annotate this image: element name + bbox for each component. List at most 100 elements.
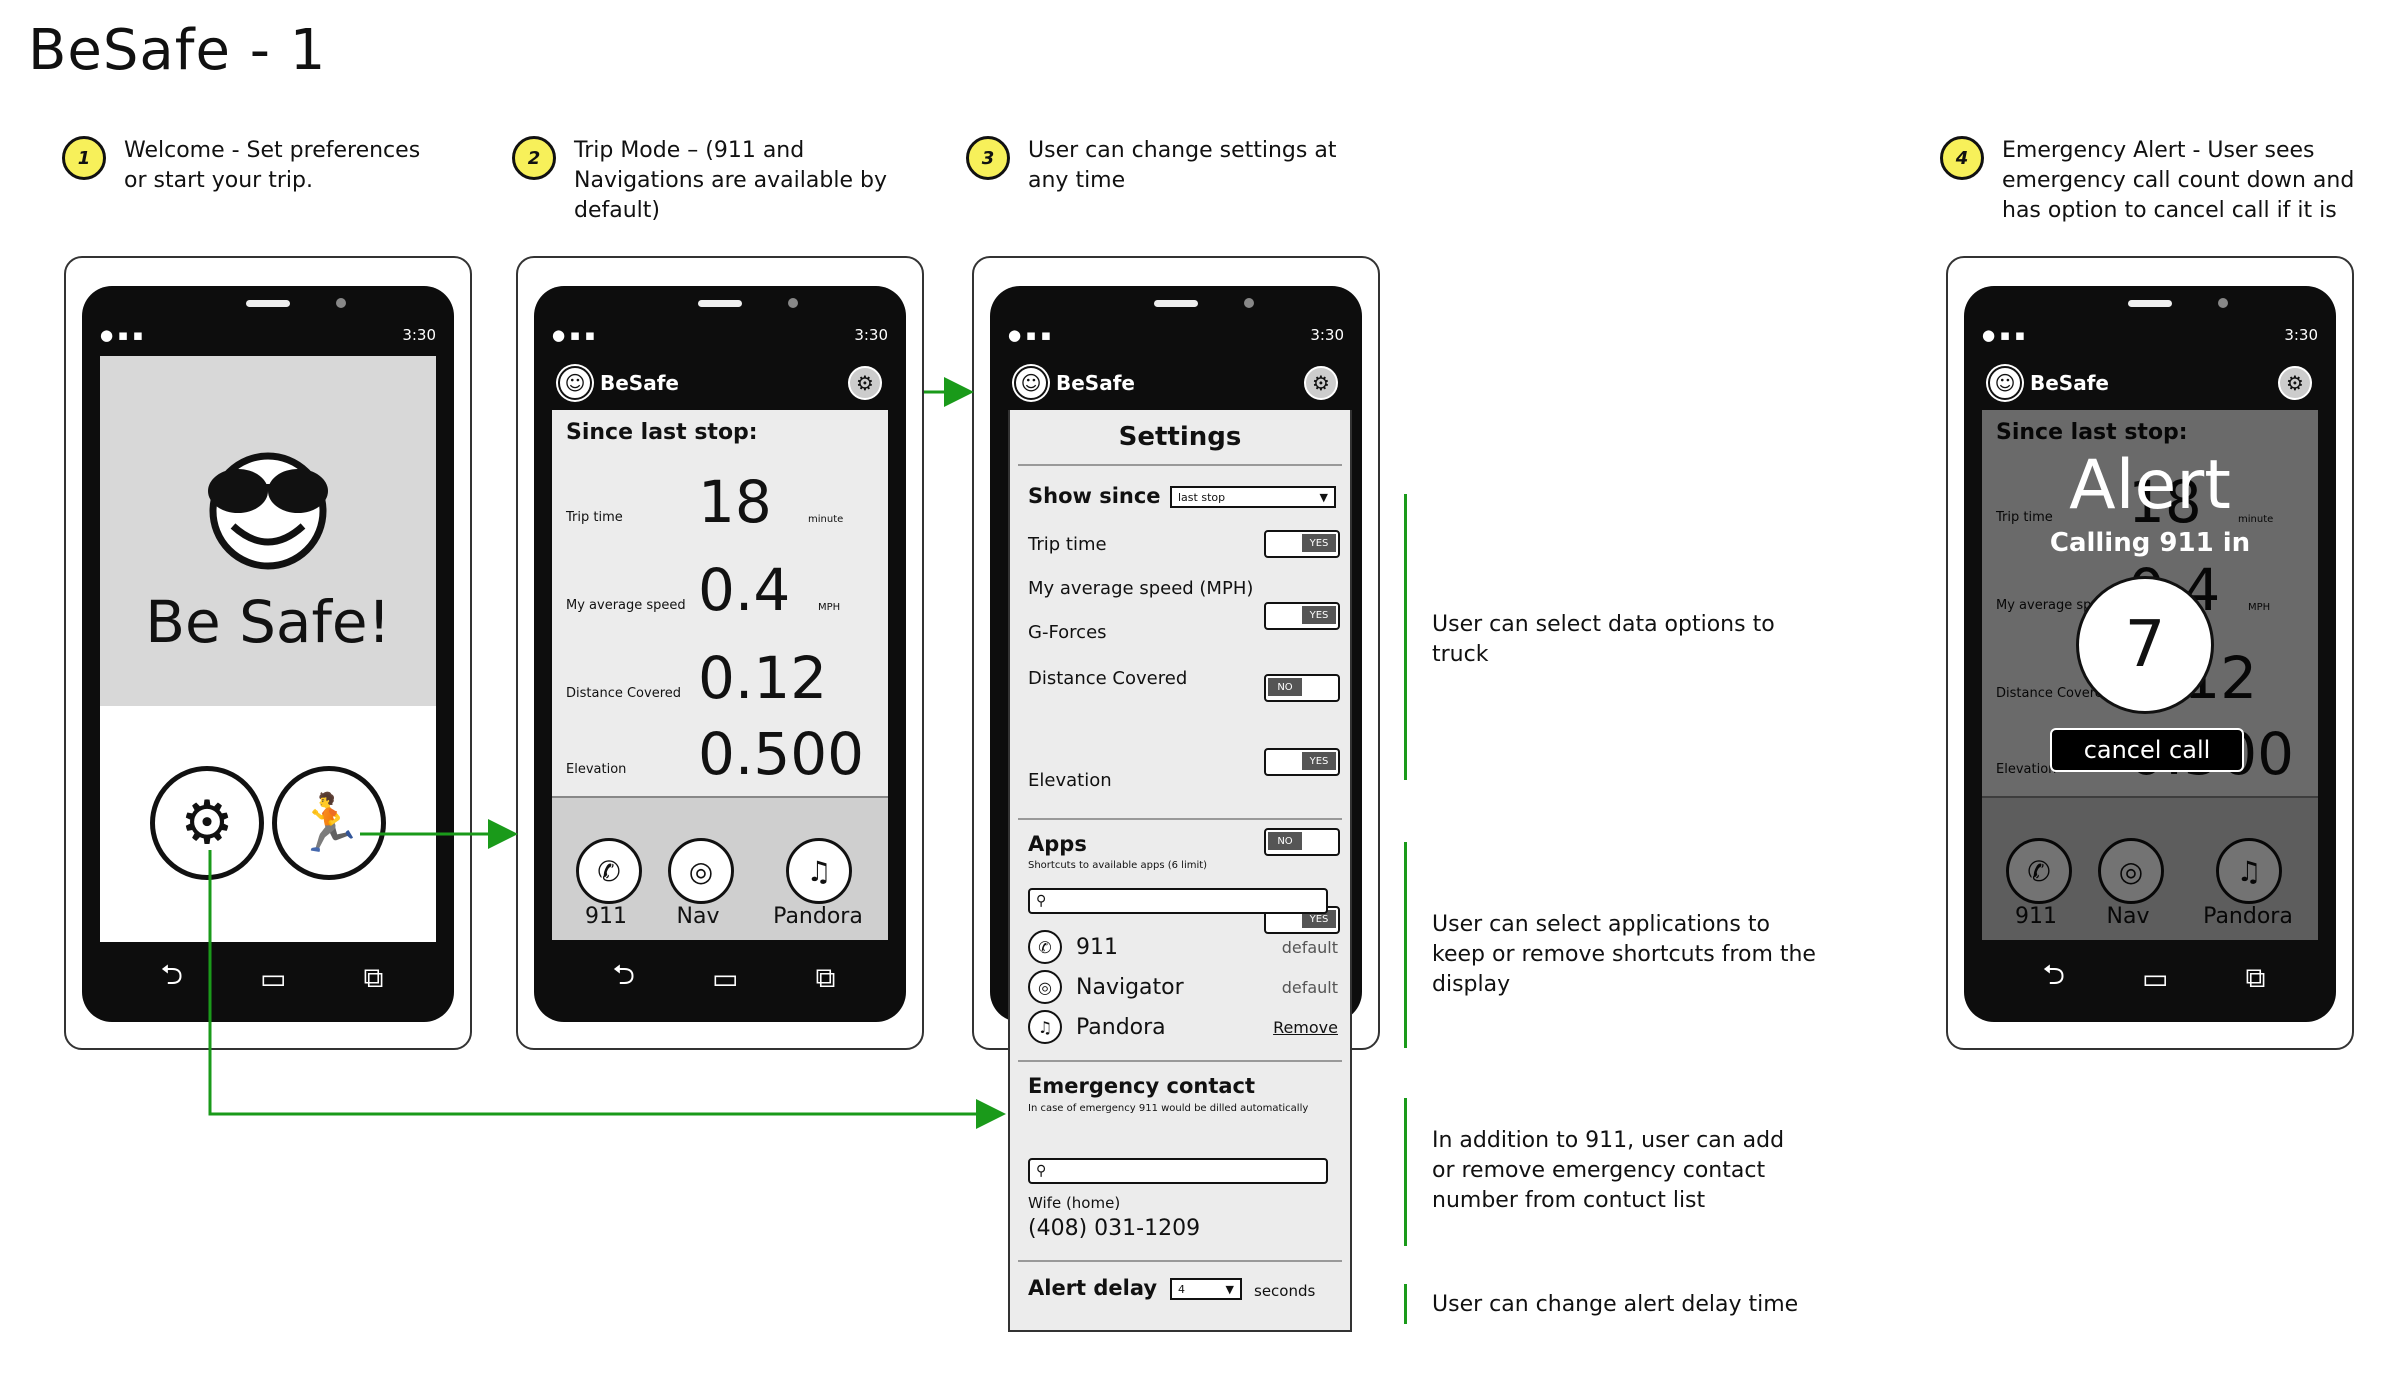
- shortcut-911[interactable]: ✆ 911: [576, 838, 646, 929]
- toggle-distance-covered[interactable]: YES: [1264, 748, 1340, 776]
- settings-title: Settings: [1118, 422, 1242, 452]
- start-trip-button[interactable]: 🏃: [272, 766, 386, 880]
- app-name: BeSafe: [1056, 371, 1135, 395]
- option-label: G-Forces: [1028, 622, 1107, 643]
- phone-icon: ✆: [576, 838, 642, 904]
- status-time: 3:30: [2284, 326, 2318, 344]
- contact-number[interactable]: (408) 031-1209: [1028, 1216, 1201, 1241]
- stat-unit: minute: [808, 514, 844, 525]
- welcome-headline: Be Safe!: [145, 588, 391, 656]
- app-list-item: ♫ Pandora Remove: [1028, 1010, 1338, 1044]
- search-icon: ⚲: [1036, 1163, 1047, 1179]
- settings-gear-button[interactable]: ⚙: [150, 766, 264, 880]
- dropdown-arrow-icon: ▼: [1319, 490, 1328, 504]
- note-alert-delay: User can change alert delay time: [1432, 1290, 1798, 1320]
- speaker: [2128, 300, 2172, 307]
- stat-value: 0.12: [698, 644, 828, 712]
- toggle-unlabeled[interactable]: NO: [1264, 828, 1340, 856]
- app-name: BeSafe: [2030, 371, 2109, 395]
- emergency-contact-title: Emergency contact: [1028, 1074, 1256, 1098]
- search-icon: ⚲: [1036, 893, 1047, 909]
- settings-gear-icon[interactable]: ⚙: [1304, 366, 1338, 400]
- settings-sheet: Settings Show since last stop ▼ Trip tim…: [1008, 410, 1352, 1332]
- status-time: 3:30: [1310, 326, 1344, 344]
- toggle-state: YES: [1302, 606, 1336, 624]
- caption-line: User can change settings at: [1028, 138, 1337, 163]
- camera: [788, 298, 798, 308]
- trip-screen: Since last stop: Trip time 18 minute My …: [552, 410, 888, 940]
- option-label: Distance Covered: [1028, 668, 1188, 689]
- bracket-line: [1404, 494, 1407, 780]
- show-since-select[interactable]: last stop ▼: [1170, 486, 1336, 508]
- app-list-item[interactable]: ✆ 911 default: [1028, 930, 1338, 964]
- status-bar: ● ▪ ▪ 3:30: [552, 326, 888, 344]
- stat-value: 0.500: [698, 720, 865, 788]
- note-line: keep or remove shortcuts from the: [1432, 942, 1816, 967]
- note-emergency-contact: In addition to 911, user can add or remo…: [1432, 1126, 1784, 1216]
- stat-value: 0.4: [698, 556, 791, 624]
- select-value: last stop: [1178, 490, 1226, 504]
- note-line: User can select applications to: [1432, 912, 1770, 937]
- app-name: BeSafe: [600, 371, 679, 395]
- cancel-call-button[interactable]: cancel call: [2050, 728, 2244, 772]
- step-3-caption: 3 User can change settings at any time: [966, 136, 1336, 196]
- alert-screen: Since last stop: Trip time 18 minute My …: [1982, 410, 2318, 940]
- note-line: User can change alert delay time: [1432, 1292, 1799, 1317]
- alert-title: Alert: [2069, 446, 2231, 525]
- recents-icon[interactable]: ⧉: [363, 961, 384, 994]
- speaker: [246, 300, 290, 307]
- note-line: display: [1432, 972, 1511, 997]
- step-number-badge: 2: [512, 136, 556, 180]
- home-icon[interactable]: ▭: [2141, 961, 2169, 995]
- app-bar: ☺ BeSafe ⚙: [1982, 360, 2318, 406]
- back-icon[interactable]: ⮌: [160, 958, 183, 991]
- status-bar: ● ▪ ▪ 3:30: [1008, 326, 1344, 344]
- alert-subtitle: Calling 911 in: [2049, 528, 2251, 558]
- home-icon[interactable]: ▭: [711, 961, 739, 995]
- settings-gear-icon[interactable]: ⚙: [2278, 366, 2312, 400]
- settings-gear-icon[interactable]: ⚙: [848, 366, 882, 400]
- apps-search-input[interactable]: ⚲: [1028, 888, 1328, 914]
- divider: [1018, 1260, 1342, 1262]
- option-label: Elevation: [1028, 770, 1112, 791]
- stat-label: Distance Covered: [566, 686, 682, 701]
- caption-line: Trip Mode – (911 and: [574, 138, 805, 163]
- status-bar: ● ▪ ▪ 3:30: [1982, 326, 2318, 344]
- remove-app-link[interactable]: Remove: [1273, 1017, 1338, 1037]
- step-number-badge: 3: [966, 136, 1010, 180]
- recents-icon[interactable]: ⧉: [815, 961, 836, 994]
- note-data-options: User can select data options to truck: [1432, 610, 1775, 670]
- toggle-average-speed[interactable]: YES: [1264, 602, 1340, 630]
- welcome-banner: Be Safe!: [100, 356, 436, 706]
- contact-search-input[interactable]: ⚲: [1028, 1158, 1328, 1184]
- recents-icon[interactable]: ⧉: [2245, 961, 2266, 994]
- back-icon[interactable]: ⮌: [612, 958, 635, 991]
- app-shortcuts-tray: ✆ 911 ◎ Nav ♫ Pandora: [552, 796, 888, 940]
- toggle-g-forces[interactable]: NO: [1264, 674, 1340, 702]
- contact-name: Wife (home): [1028, 1194, 1121, 1212]
- status-bar: ● ▪ ▪ 3:30: [100, 326, 436, 344]
- shortcut-nav[interactable]: ◎ Nav: [668, 838, 738, 929]
- toggle-state: YES: [1302, 752, 1336, 770]
- option-label: Trip time: [1028, 534, 1107, 555]
- alert-delay-select[interactable]: 4 ▼: [1170, 1278, 1242, 1300]
- shortcut-pandora[interactable]: ♫ Pandora: [770, 838, 870, 929]
- app-name: 911: [1076, 934, 1118, 960]
- caption-line: has option to cancel call if it is: [2002, 198, 2337, 222]
- caption-line: Navigations are available by: [574, 168, 887, 193]
- toggle-trip-time[interactable]: YES: [1264, 530, 1340, 558]
- home-icon[interactable]: ▭: [259, 961, 287, 995]
- show-since-label: Show since: [1028, 484, 1161, 508]
- note-line: number from contuct list: [1432, 1188, 1706, 1213]
- back-icon[interactable]: ⮌: [2042, 958, 2065, 991]
- emergency-hint: In case of emergency 911 would be dilled…: [1028, 1103, 1309, 1114]
- shortcut-label: Pandora: [773, 904, 863, 929]
- app-bar: ☺ BeSafe ⚙: [552, 360, 888, 406]
- app-list-item[interactable]: ◎ Navigator default: [1028, 970, 1338, 1004]
- notification-icons: ● ▪ ▪: [1008, 326, 1051, 344]
- divider: [1018, 464, 1342, 466]
- navigation-icon: ◎: [668, 838, 734, 904]
- bracket-line: [1404, 1284, 1407, 1324]
- toggle-state: NO: [1268, 832, 1302, 850]
- camera: [336, 298, 346, 308]
